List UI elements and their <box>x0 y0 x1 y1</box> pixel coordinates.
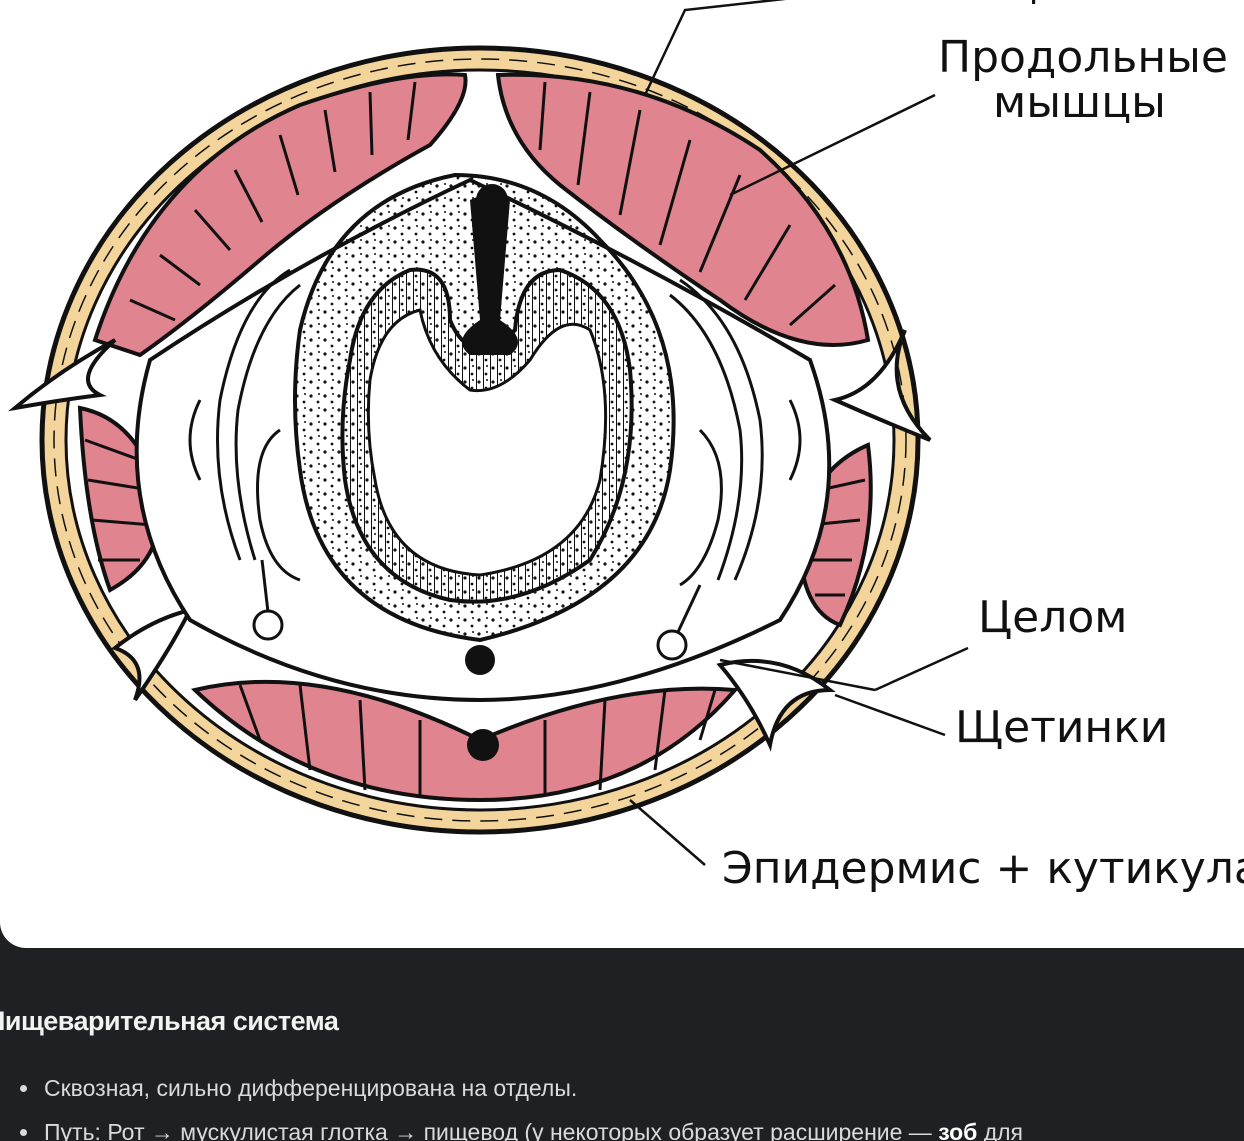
label-coelom: Целом <box>978 592 1127 643</box>
earthworm-cross-section-diagram: Кольцевые мышцы Продольные мышцы Целом Щ… <box>0 0 1244 948</box>
bullet-bold-term: зоб <box>938 1119 977 1141</box>
section-heading: Пищеварительная система <box>0 1006 338 1037</box>
bullet-text: Путь: Рот → мускулистая глотка → пищевод… <box>44 1119 938 1141</box>
label-circular-muscles: Кольцевые мышцы <box>895 0 1244 9</box>
label-epidermis-cuticle: Эпидермис + кутикула <box>722 843 1244 894</box>
bullet-text: Сквозная, сильно дифференцирована на отд… <box>44 1075 577 1101</box>
list-item: Путь: Рот → мускулистая глотка → пищевод… <box>18 1110 1238 1141</box>
bullet-tail: для <box>977 1119 1023 1141</box>
label-longitudinal-muscles-line2: мышцы <box>993 77 1166 128</box>
label-longitudinal-muscles-line1: Продольные <box>938 32 1228 83</box>
bullet-list: Сквозная, сильно дифференцирована на отд… <box>18 1066 1238 1141</box>
digestive-system-section: Пищеварительная система Сквозная, сильно… <box>0 948 1244 1141</box>
label-setae: Щетинки <box>955 702 1168 753</box>
diagram-card: Кольцевые мышцы Продольные мышцы Целом Щ… <box>0 0 1244 948</box>
list-item: Сквозная, сильно дифференцирована на отд… <box>18 1066 1238 1110</box>
